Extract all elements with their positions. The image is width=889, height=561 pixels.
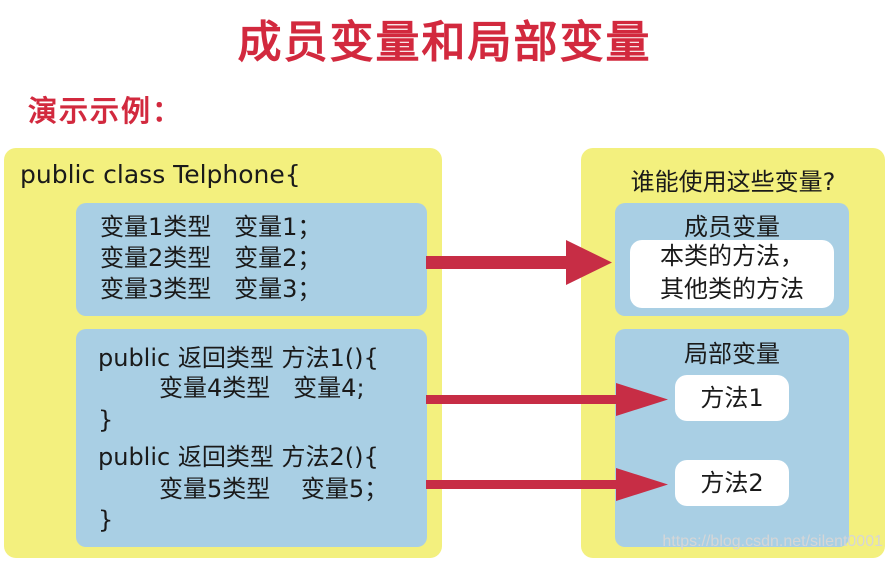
member-scope-pill: 本类的方法， 其他类的方法	[630, 240, 834, 308]
method-line-1: public 返回类型 方法1(){	[98, 344, 379, 372]
arrow-method1-to-local	[426, 383, 668, 416]
member-variable-box: 成员变量 本类的方法， 其他类的方法	[615, 203, 849, 316]
method-line-3: }	[98, 406, 114, 434]
class-header: public class Telphone{	[20, 160, 301, 189]
method-line-2: 变量4类型 变量4;	[98, 374, 365, 402]
watermark: https://blog.csdn.net/silent0001	[662, 533, 883, 550]
method-line-6: }	[98, 506, 114, 534]
method-line-4: public 返回类型 方法2(){	[98, 443, 379, 471]
arrow-fields-to-member	[426, 240, 612, 285]
member-scope-line-1: 本类的方法，	[660, 242, 804, 270]
local-variable-box: 局部变量 方法1 方法2	[615, 329, 849, 547]
class-panel: public class Telphone{ 变量1类型 变量1； 变量2类型 …	[4, 148, 442, 558]
field-line-1: 变量1类型 变量1；	[100, 213, 322, 241]
method-line-5: 变量5类型 变量5；	[98, 475, 389, 503]
usage-question: 谁能使用这些变量?	[630, 168, 836, 196]
member-scope-line-2: 其他类的方法	[660, 275, 804, 303]
local-variable-title: 局部变量	[684, 340, 780, 368]
local-scope-method1: 方法1	[675, 375, 789, 421]
page-title: 成员变量和局部变量	[237, 17, 652, 68]
arrow-method2-to-local	[426, 468, 668, 501]
demo-subtitle: 演示示例：	[28, 94, 184, 128]
field-line-3: 变量3类型 变量3；	[100, 275, 322, 303]
methods-box: public 返回类型 方法1(){ 变量4类型 变量4; } public 返…	[76, 329, 427, 547]
local-scope-method2: 方法2	[675, 460, 789, 506]
member-variable-title: 成员变量	[684, 213, 780, 241]
member-fields-box: 变量1类型 变量1； 变量2类型 变量2； 变量3类型 变量3；	[76, 203, 427, 316]
field-line-2: 变量2类型 变量2；	[100, 244, 322, 272]
